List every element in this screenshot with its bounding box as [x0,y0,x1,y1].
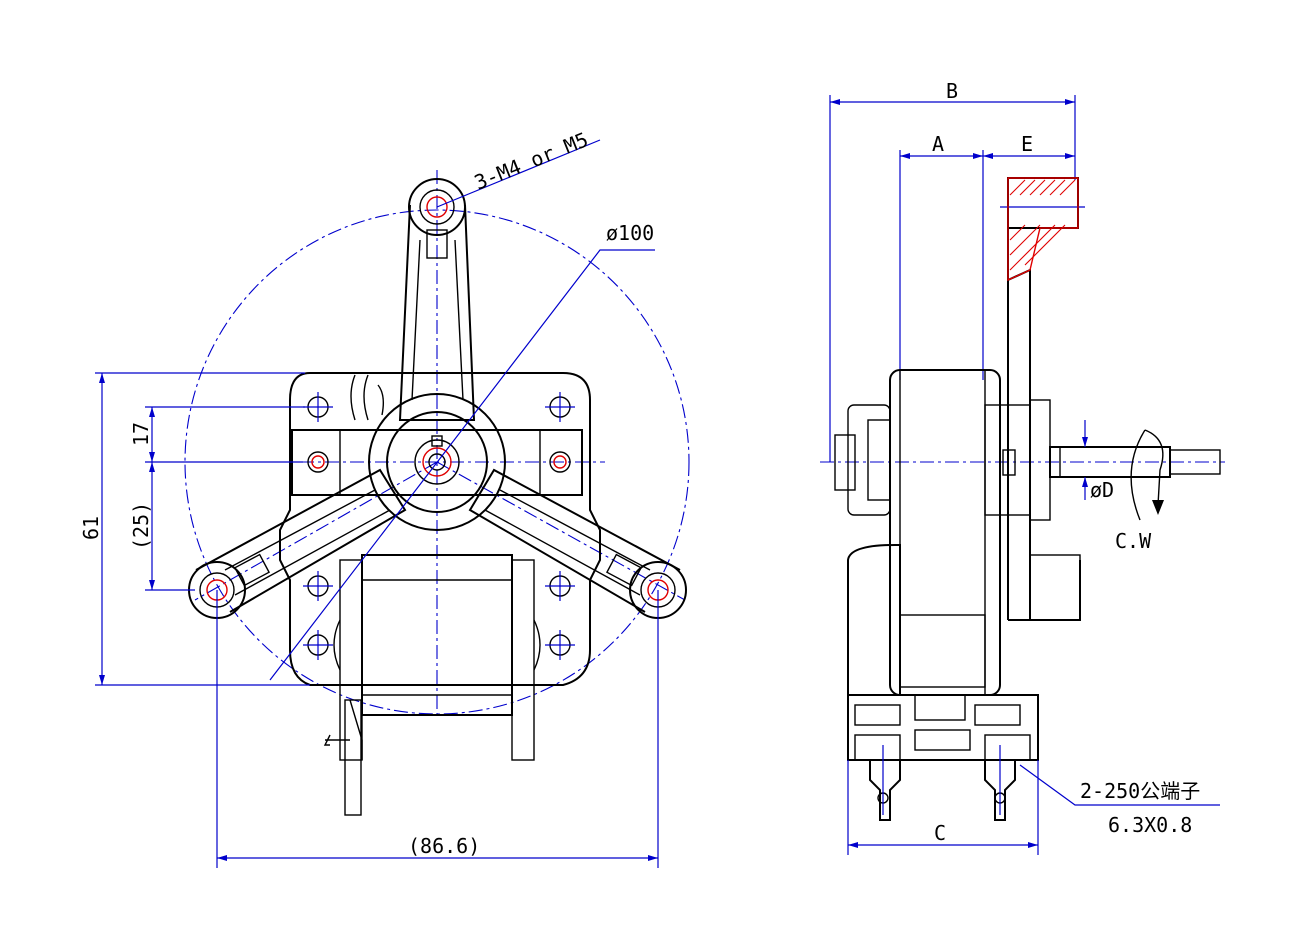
frame-holes [303,392,575,660]
dim-17: 17 [129,422,153,446]
dim-d: øD [1090,478,1114,502]
side-bracket [1000,177,1085,621]
rotation-arrow-icon [1130,429,1146,521]
dim-61: 61 [79,516,103,540]
dim-a: A [932,132,944,156]
mounting-bracket [188,178,687,619]
front-view: 3-M4 or M5 ø100 17 (25) 61 (86.6) [79,127,690,868]
side-motor-body [834,369,1221,696]
dim-e: E [1021,132,1033,156]
circle-dia-label: ø100 [606,221,654,245]
stator-frame [279,372,601,816]
mount-note: 3-M4 or M5 [471,127,592,194]
dim-86-6: (86.6) [408,834,480,858]
dim-b: B [946,79,958,103]
rotation-label: C.W [1115,529,1152,553]
terminal-note-line1: 2-250公端子 [1080,779,1200,803]
side-view: B A E [820,79,1225,855]
dim-25: (25) [129,502,153,550]
terminal-note-line2: 6.3X0.8 [1108,813,1192,837]
terminal-block [847,694,1039,821]
dim-c: C [934,821,946,845]
